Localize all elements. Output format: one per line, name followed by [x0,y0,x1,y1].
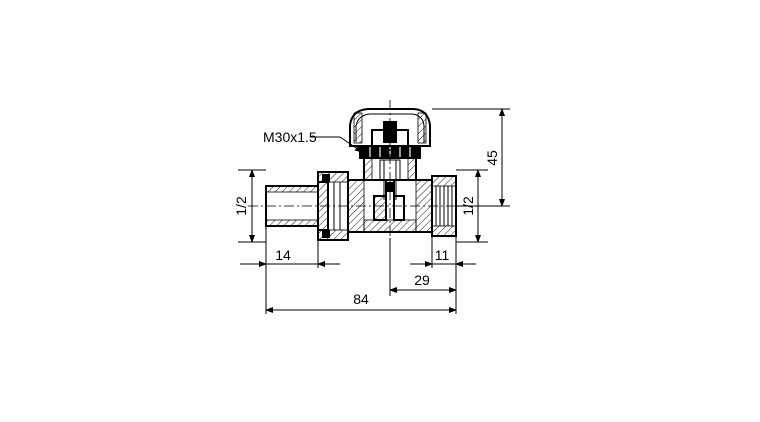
dimension-labels: M30x1.5 45 1/2 1/2 14 11 29 84 [233,129,500,307]
dim-pipe-left-label: 1/2 [233,196,249,216]
dim-height-label: 45 [484,150,500,166]
thread-label: M30x1.5 [263,129,317,145]
dim-11-label: 11 [435,247,450,263]
dim-14-label: 14 [275,247,291,263]
dim-pipe-right-label: 1/2 [460,196,476,216]
dim-29-label: 29 [414,272,430,288]
center-lines [248,100,476,238]
dim-84-label: 84 [353,291,369,307]
dimension-lines [240,108,505,313]
